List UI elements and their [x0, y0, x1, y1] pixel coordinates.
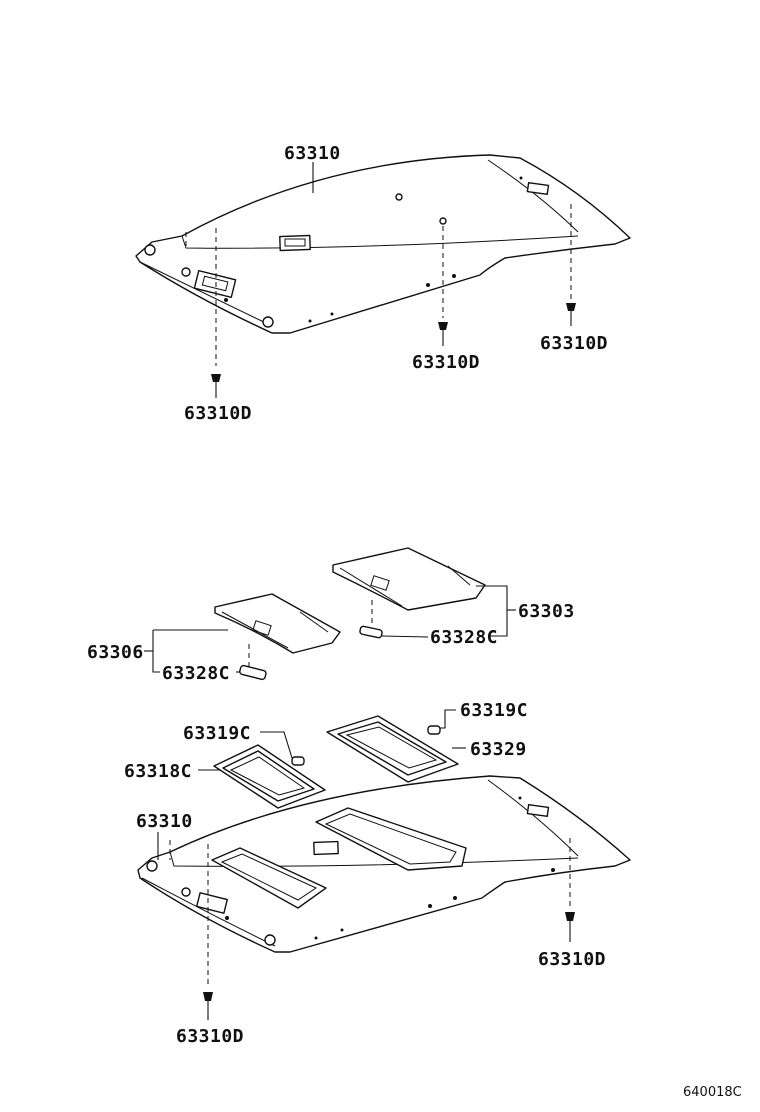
visor-rear-callout: 63303 — [518, 601, 575, 622]
visor-rear-holder-callout: 63328C — [430, 627, 498, 648]
rear-frame-drawing — [326, 709, 466, 783]
front-frame-drawing — [198, 731, 326, 809]
visor-front-holder-callout: 63328C — [162, 663, 230, 684]
top-clip-right-callout: 63310D — [540, 333, 608, 354]
bottom-clip-left-callout: 63310D — [176, 1026, 244, 1047]
rear-frame-clip-callout: 63319C — [460, 700, 528, 721]
visor-front-drawing — [144, 593, 341, 681]
visor-front-callout: 63306 — [87, 642, 144, 663]
bottom-headliner-drawing — [137, 775, 631, 1020]
bottom-clip-right-drawing — [565, 912, 575, 942]
reference-code: 640018C — [683, 1085, 742, 1100]
bottom-clip-left-drawing — [203, 992, 213, 1020]
bottom-clip-right-callout: 63310D — [538, 949, 606, 970]
top-clip-middle-callout: 63310D — [412, 352, 480, 373]
top-clip-left-drawing — [211, 374, 221, 398]
bottom-headliner-callout: 63310 — [136, 811, 193, 832]
top-clip-right-drawing — [566, 303, 576, 326]
top-clip-left-callout: 63310D — [184, 403, 252, 424]
top-headliner-drawing — [135, 154, 631, 398]
front-frame-callout: 63318C — [124, 761, 192, 782]
top-clip-middle-drawing — [438, 322, 448, 346]
top-headliner-callout: 63310 — [284, 143, 341, 164]
rear-frame-callout: 63329 — [470, 739, 527, 760]
visor-rear-drawing — [332, 547, 516, 639]
front-frame-clip-callout: 63319C — [183, 723, 251, 744]
